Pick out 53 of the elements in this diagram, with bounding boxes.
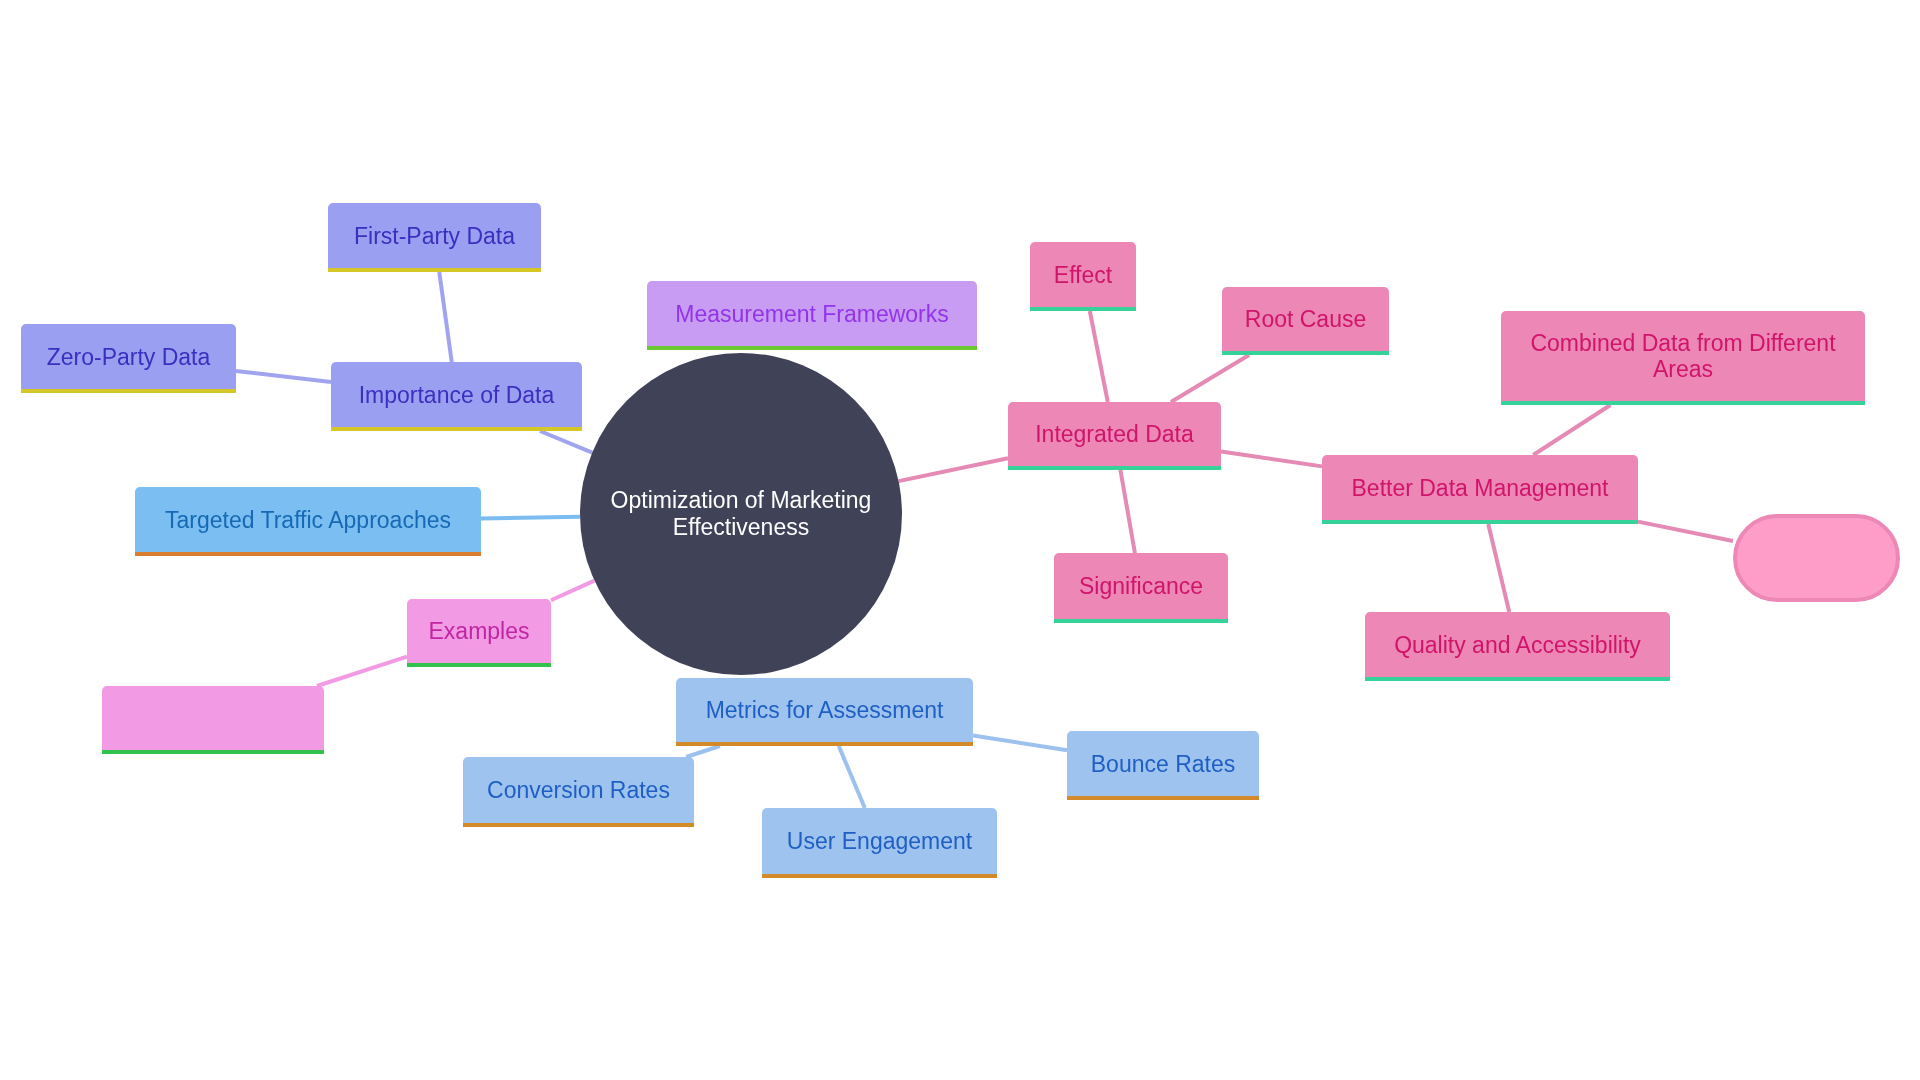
connector-line [437, 271, 454, 363]
topic-box [1008, 402, 1221, 470]
topic-box [1222, 287, 1389, 355]
topic-box [21, 324, 236, 393]
connector-line [1486, 523, 1512, 613]
topic-text: Effect [1053, 261, 1113, 288]
connector-line [480, 514, 581, 521]
topic-text: Metrics for Assessment [705, 697, 944, 723]
topic-text: Targeted Traffic Approaches [165, 506, 451, 533]
connector-line [1532, 403, 1612, 457]
topic-box [676, 678, 973, 746]
topic-text: Significance [1079, 573, 1203, 599]
topic-text: Examples [428, 618, 530, 644]
topic-text: Root Cause [1244, 306, 1367, 332]
topic-text: Better Data Management [1351, 474, 1609, 501]
topic-box [1067, 731, 1259, 800]
connector-line [316, 654, 408, 688]
connector-line [1637, 519, 1734, 543]
topic-text: Quality and Accessibility [1394, 631, 1641, 658]
connector-line [1169, 353, 1251, 404]
topic-box [331, 362, 582, 431]
topic-box [463, 757, 694, 827]
topic-text: Conversion Rates [487, 777, 670, 803]
topic-text: Integrated Data [1035, 421, 1194, 447]
topic-text: Importance of Data [358, 381, 555, 408]
topic-text: Combined Data from Different Areas [1529, 330, 1837, 382]
connector-line [539, 429, 593, 455]
topic-box [1030, 242, 1136, 311]
connector-line [836, 745, 867, 809]
empty-box [102, 686, 324, 754]
connector-line [550, 578, 596, 603]
topic-box [1501, 311, 1865, 405]
topic-box [1365, 612, 1670, 681]
topic-box [328, 203, 541, 272]
connector-line [685, 744, 721, 759]
topic-box [135, 487, 481, 556]
topic-text: Measurement Frameworks [675, 300, 949, 327]
topic-box [762, 808, 997, 878]
topic-text: First-Party Data [354, 222, 515, 249]
topic-text: User Engagement [786, 828, 973, 854]
topic-text: Optimization of Marketing Effectiveness [609, 487, 873, 541]
connector-line [1220, 449, 1323, 469]
connector-line [235, 368, 332, 384]
topic-text: Bounce Rates [1090, 750, 1236, 777]
connector-line [898, 456, 1009, 484]
topic-box [1054, 553, 1228, 623]
connector-line [1118, 469, 1137, 554]
connector-line [972, 733, 1068, 753]
topic-text: Zero-Party Data [46, 343, 211, 370]
topic-box [407, 599, 551, 667]
topic-box [647, 281, 977, 350]
connector-line [1087, 310, 1110, 403]
topic-box [1322, 455, 1638, 524]
